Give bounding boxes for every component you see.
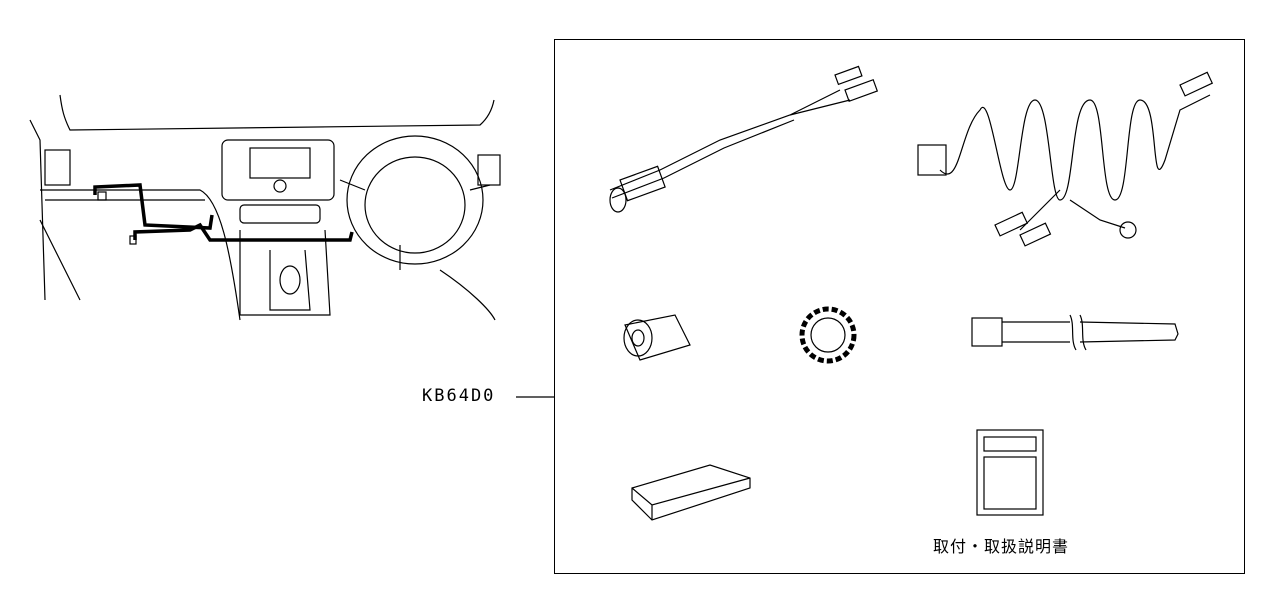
part-number-label[interactable]: KB64D0 — [422, 386, 496, 406]
kit-contents-frame — [554, 39, 1245, 574]
grommet-icon — [623, 314, 691, 361]
power-harness-icon — [609, 65, 879, 213]
pad-icon — [631, 464, 751, 521]
instruction-manual-icon — [976, 429, 1044, 516]
wiring-harness-icon — [917, 71, 1214, 247]
lock-washer-icon — [799, 306, 857, 364]
manual-caption: 取付・取扱説明書 — [933, 537, 1070, 556]
dashboard-illustration — [29, 94, 501, 321]
cable-tie-icon — [971, 314, 1179, 351]
